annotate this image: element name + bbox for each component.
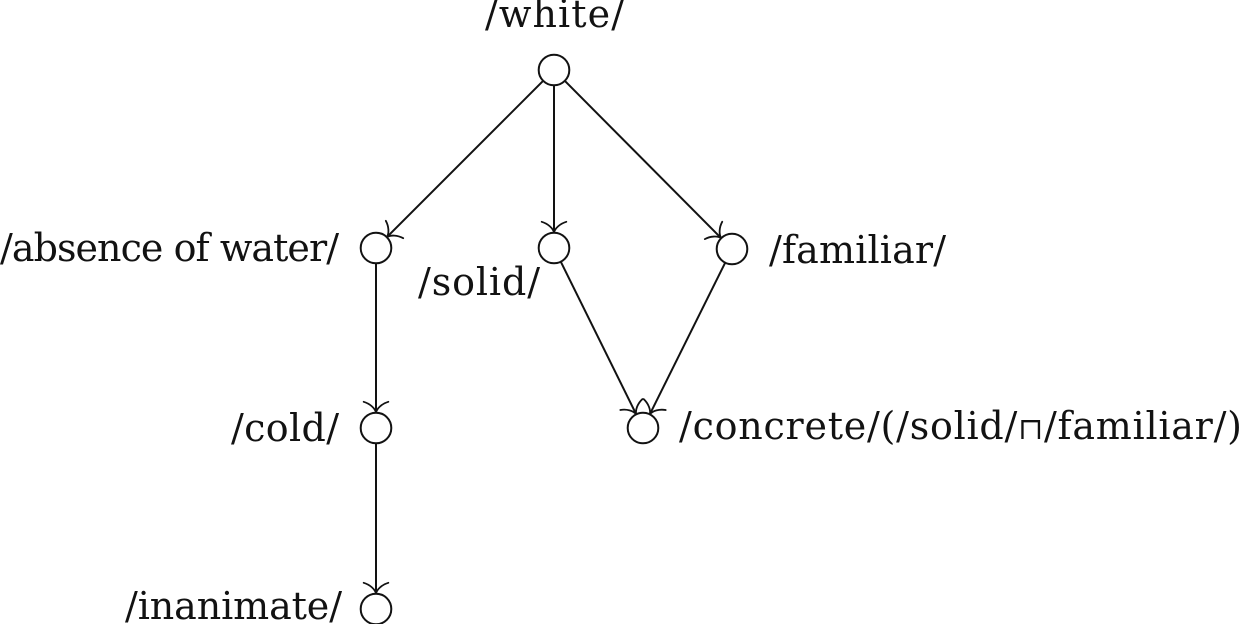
node-white — [537, 53, 571, 87]
node-familiar — [715, 232, 749, 266]
edge-white-to-absence-of-water — [384, 80, 544, 240]
node-label-concrete: /concrete/(/solid/⊓/familiar/) — [679, 404, 1240, 448]
node-label-solid: /solid/ — [418, 260, 540, 304]
square-cap-symbol: ⊓ — [1018, 412, 1043, 447]
node-layer — [359, 53, 749, 624]
edge-familiar-to-concrete — [642, 262, 727, 416]
edge-solid-to-concrete — [559, 261, 644, 416]
edge-white-to-familiar — [564, 80, 724, 241]
edge-layer — [362, 80, 727, 595]
node-label-familiar: /familiar/ — [769, 228, 946, 272]
node-concrete — [626, 411, 660, 445]
node-absence-of-water — [359, 231, 393, 265]
node-label-white: /white/ — [485, 0, 624, 36]
node-label-inanimate: /inanimate/ — [125, 584, 342, 624]
node-label-absence-of-water: /absence of water/ — [0, 226, 339, 270]
node-label-cold: /cold/ — [231, 406, 339, 450]
node-solid — [537, 231, 571, 265]
node-inanimate — [359, 592, 393, 624]
node-cold — [359, 411, 393, 445]
